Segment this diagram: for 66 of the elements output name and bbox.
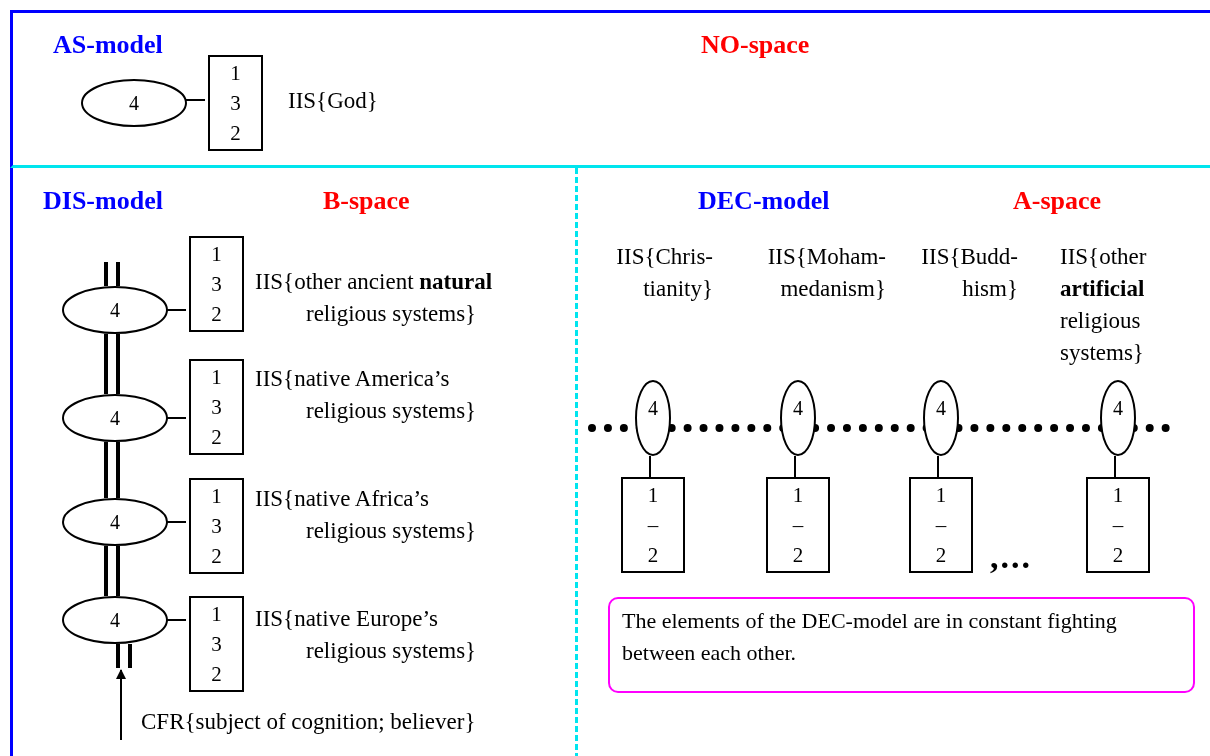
ellipse-node <box>62 596 168 644</box>
node-number: 4 <box>110 512 120 532</box>
number-box <box>621 477 685 573</box>
panel-heading: DEC-model <box>698 186 830 216</box>
node-caption: IIS{other artificial religious systems} <box>1060 243 1148 367</box>
number-box <box>1086 477 1150 573</box>
ellipse-node <box>1100 380 1136 456</box>
number-stack: 1 3 2 <box>210 364 223 451</box>
double-line <box>104 440 120 500</box>
ellipse-node <box>62 498 168 546</box>
node-number: 4 <box>129 93 139 113</box>
number-box <box>189 478 244 574</box>
number-stack: 1 – 2 <box>1111 482 1125 569</box>
panel-heading: NO-space <box>701 30 810 60</box>
number-stack: 1 – 2 <box>791 482 805 569</box>
node-caption: IIS{other ancient natural religious systems} <box>255 268 494 328</box>
ellipse-node <box>62 286 168 334</box>
number-box <box>189 596 244 692</box>
ellipse-node <box>81 79 187 127</box>
node-caption: IIS{Chris- tianity} <box>615 243 713 303</box>
panel-heading: AS-model <box>53 30 163 60</box>
number-stack: 1 – 2 <box>934 482 948 569</box>
double-line <box>104 332 120 396</box>
number-stack: 1 3 2 <box>210 483 223 570</box>
node-caption: IIS{native America’s religious systems} <box>255 365 478 425</box>
node-number: 4 <box>1113 398 1123 418</box>
ellipse-node <box>923 380 959 456</box>
number-stack: 1 3 2 <box>210 601 223 688</box>
node-caption: IIS{Moham- medanism} <box>766 243 886 303</box>
ellipse-node <box>635 380 671 456</box>
node-number: 4 <box>110 610 120 630</box>
panel-heading: B-space <box>323 186 410 216</box>
model-panel <box>10 10 1210 168</box>
node-caption: IIS{God} <box>288 87 379 115</box>
connector-line <box>794 455 796 478</box>
connector-line <box>937 455 939 478</box>
number-box <box>189 359 244 455</box>
ellipsis-text: ,... <box>990 538 1032 576</box>
number-box <box>909 477 973 573</box>
node-number: 4 <box>110 300 120 320</box>
connector-line <box>1114 455 1116 478</box>
number-stack: 1 3 2 <box>229 60 242 147</box>
node-caption: IIS{native Africa’s religious systems} <box>255 485 478 545</box>
double-line <box>104 260 120 288</box>
number-stack: 1 3 2 <box>210 241 223 328</box>
note-box <box>608 597 1195 693</box>
node-number: 4 <box>110 408 120 428</box>
note-text: The elements of the DEC-model are in constant fighting between each other. <box>622 608 1117 665</box>
double-line <box>104 544 120 598</box>
panel-heading: A-space <box>1013 186 1102 216</box>
ellipse-node <box>62 394 168 442</box>
caption-text: CFR{subject of cognition; believer} <box>123 706 563 740</box>
node-number: 4 <box>936 398 946 418</box>
number-stack: 1 – 2 <box>646 482 660 569</box>
number-box <box>766 477 830 573</box>
panel-heading: DIS-model <box>43 186 163 216</box>
connector-line <box>649 455 651 478</box>
node-caption: IIS{native Europe’s religious systems} <box>255 605 478 665</box>
node-number: 4 <box>648 398 658 418</box>
arrow <box>116 669 126 741</box>
node-caption: IIS{Budd- hism} <box>920 243 1018 303</box>
number-box <box>189 236 244 332</box>
double-line <box>116 644 132 668</box>
number-box <box>208 55 263 151</box>
ellipse-node <box>780 380 816 456</box>
node-number: 4 <box>793 398 803 418</box>
